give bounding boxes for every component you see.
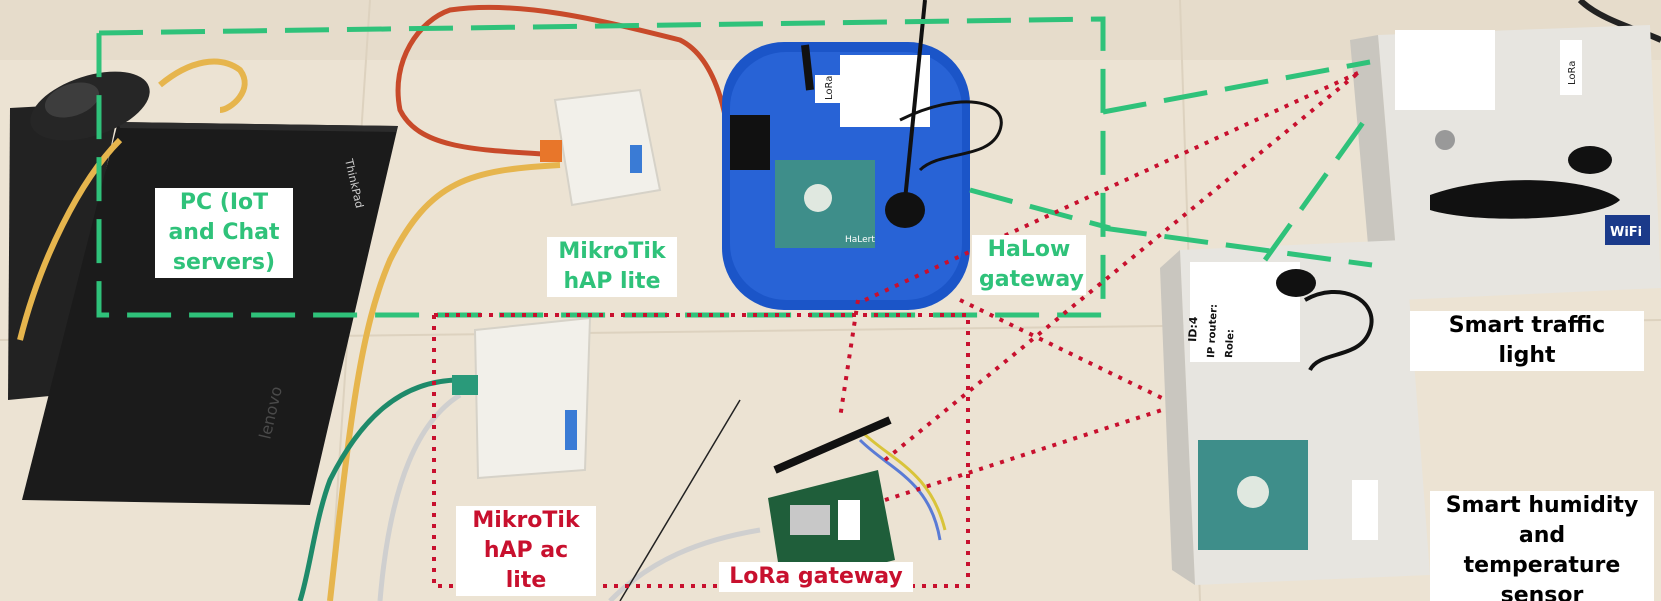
mikrotik-hap-lite-device <box>540 88 662 207</box>
hum-id-text: ID:4 <box>1186 316 1200 342</box>
halow-gateway-label: HaLow gateway <box>972 235 1086 295</box>
mikrotik-hap-ac-lite-device <box>452 316 592 480</box>
halow-network-outline <box>96 16 1375 318</box>
lora-network-outline <box>432 71 1360 588</box>
smart-traffic-light-label: Smart traffic light <box>1410 311 1644 371</box>
lora-tag-right-text: LoRa <box>1567 61 1578 85</box>
wifi-print: WiFi <box>1610 225 1642 240</box>
humidity-sensor-device: ID:4 IP router: Role: <box>1160 240 1430 585</box>
lora-gateway-device <box>768 416 947 588</box>
pc-label: PC (IoT and Chat servers) <box>155 188 293 278</box>
hum-ip-router-text: IP router: <box>1206 304 1220 358</box>
mikrotik-hap-lite-label: MikroTik hAP lite <box>547 237 677 297</box>
smart-humidity-sensor-label: Smart humidity and temperature sensor <box>1430 491 1654 601</box>
traffic-light-device: LoRa WiFi <box>1350 25 1661 300</box>
lora-tag-text: LoRa <box>824 76 835 100</box>
lora-gateway-label: LoRa gateway <box>719 562 913 592</box>
mikrotik-hap-ac-lite-label: MikroTik hAP ac lite <box>456 506 596 596</box>
hum-role-text: Role: <box>1224 329 1236 358</box>
halow-gateway-device: LoRa HaLert <box>722 0 1003 310</box>
halert-print: HaLert <box>845 235 875 245</box>
